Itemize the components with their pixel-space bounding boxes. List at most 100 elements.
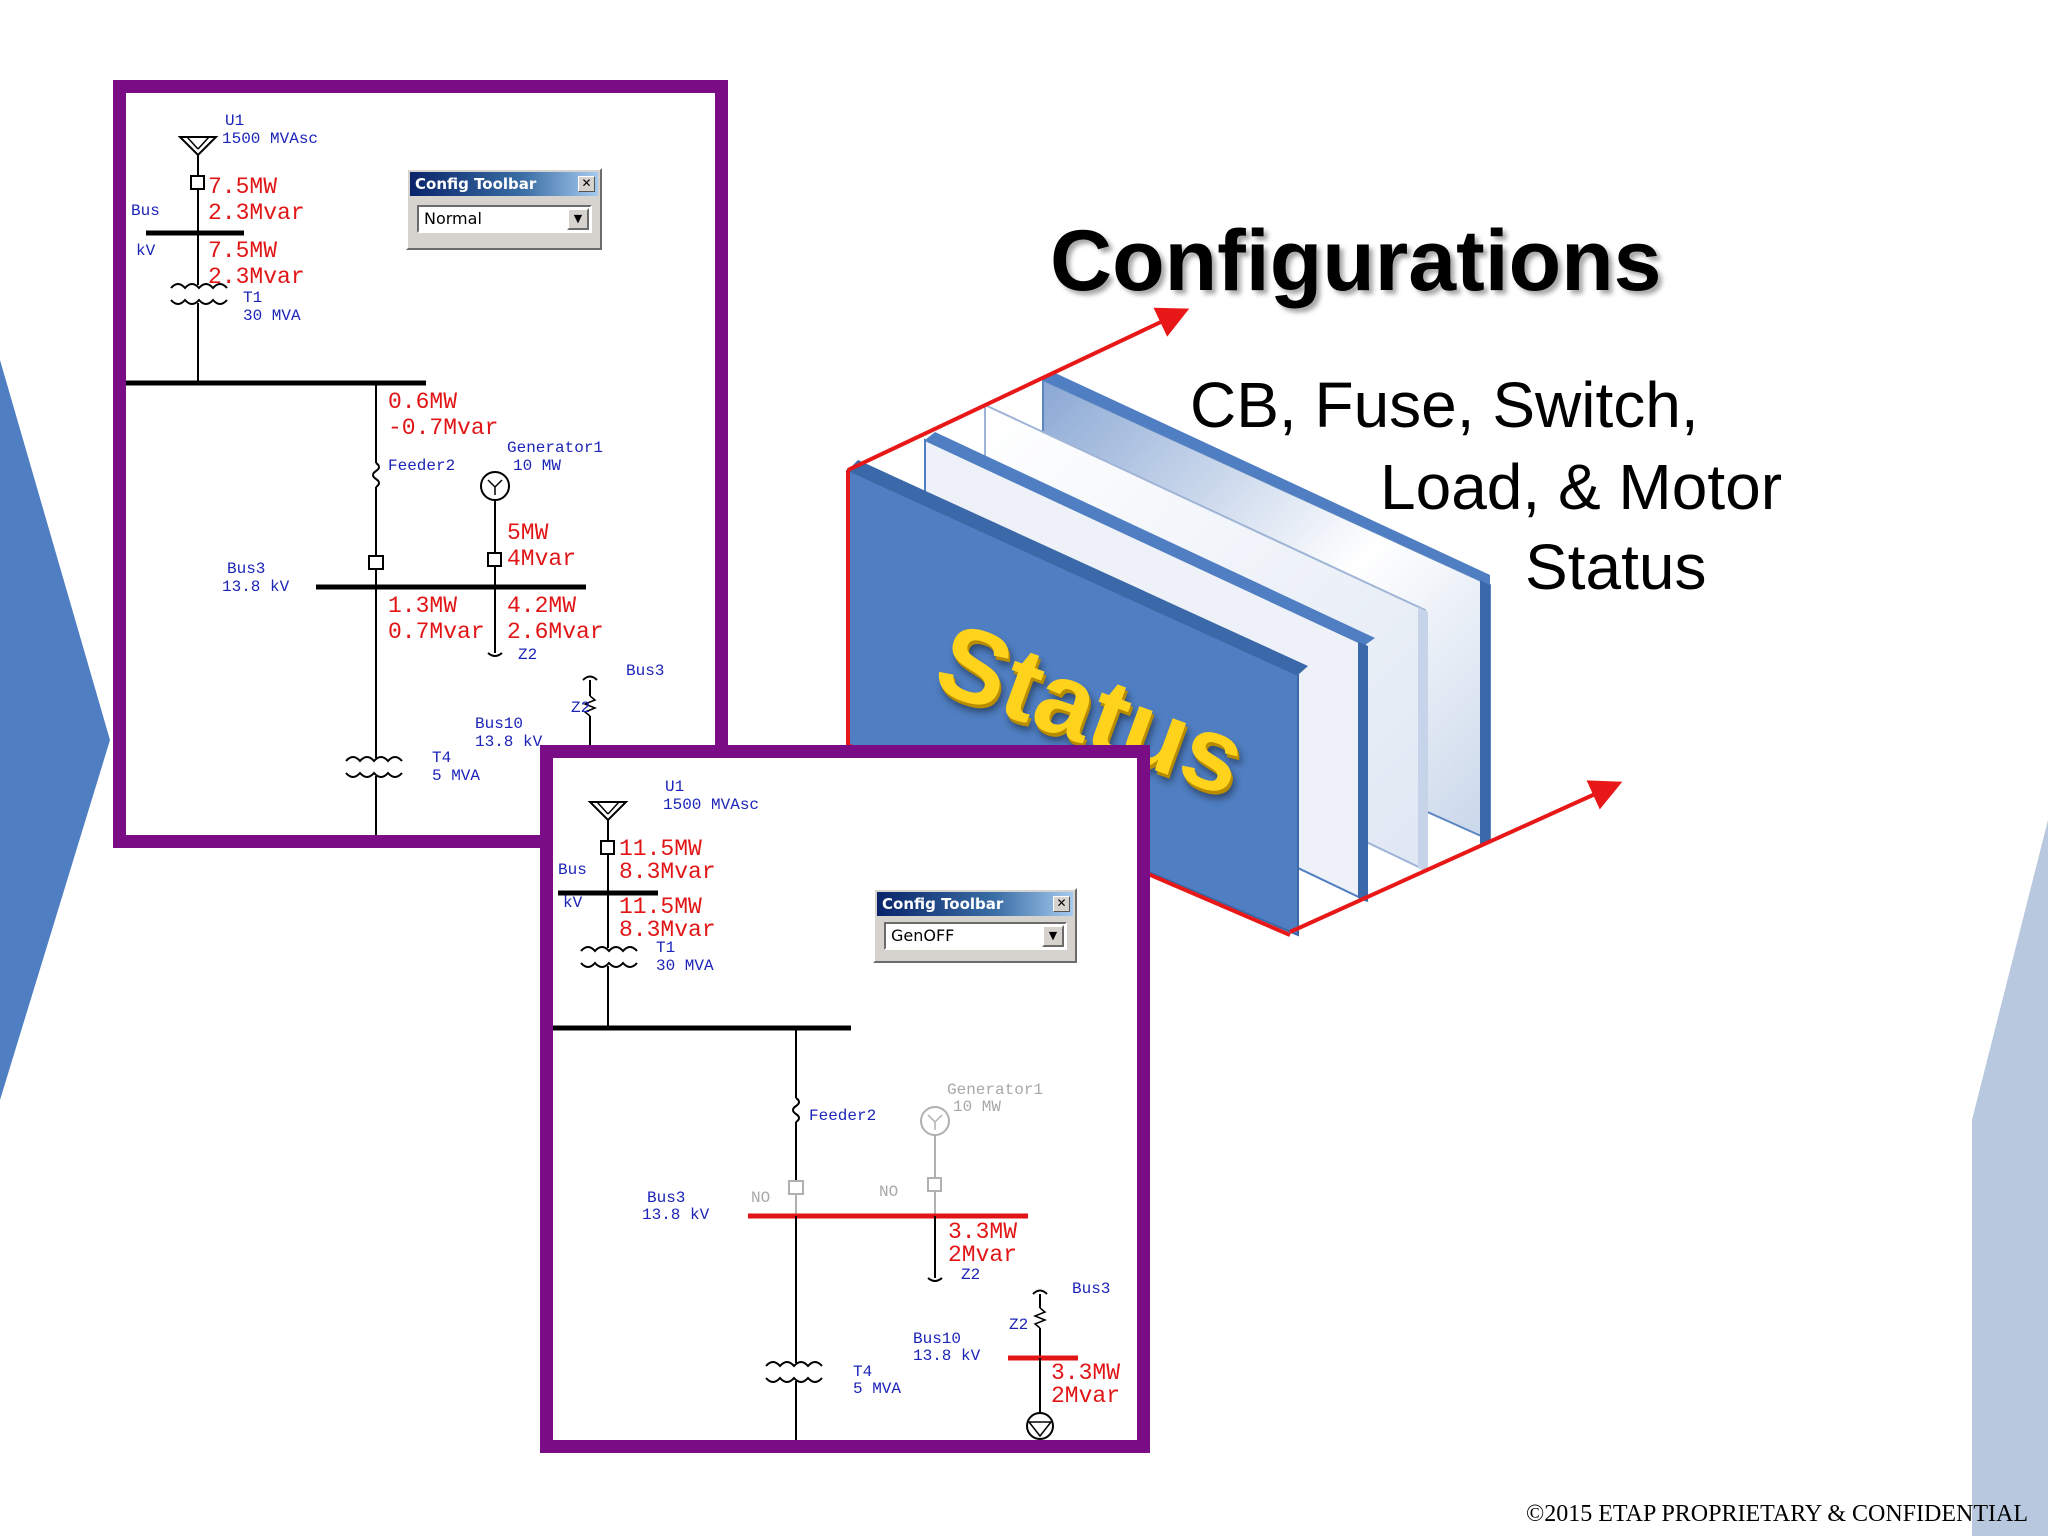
- flow-right-mvar: 2.6Mvar: [507, 619, 604, 645]
- axis-right-arrow: [1289, 780, 1623, 934]
- t1-mvar: 8.3Mvar: [619, 917, 716, 943]
- chevron-down-icon[interactable]: ▼: [567, 208, 589, 230]
- load-mvar: 2Mvar: [1051, 1383, 1121, 1409]
- config-panel-second-edge: [1418, 607, 1428, 872]
- feeder-name: Feeder2: [809, 1107, 877, 1125]
- generator-breaker-icon: [487, 552, 502, 567]
- config-panel-back-side: [1043, 372, 1490, 585]
- one-line-diagram-genoff: U1 1500 MVAsc 11.5MW 8.3Mvar Bus kV 11.5…: [540, 745, 1150, 1453]
- t1-rating: 30 MVA: [243, 307, 301, 325]
- side-text-line-1: CB, Fuse, Switch,: [1190, 369, 1699, 441]
- config-panel-back-edge: [1480, 580, 1490, 845]
- z2b-label: Z2: [571, 699, 591, 717]
- chevron-down-icon[interactable]: ▼: [1042, 925, 1064, 947]
- impedance-z2-icon: [582, 695, 598, 717]
- z2b-label: Z2: [1009, 1316, 1029, 1334]
- config-select[interactable]: GenOFF ▼: [884, 922, 1067, 950]
- config-toolbar[interactable]: Config Toolbar ✕ Normal ▼: [406, 168, 602, 250]
- bus3-kv: 13.8 kV: [222, 578, 290, 596]
- flow-right-mvar: 2Mvar: [948, 1242, 1018, 1268]
- t1-mw: 7.5MW: [208, 238, 278, 264]
- bus3-kv: 13.8 kV: [642, 1206, 710, 1224]
- config-panel-front-top: [848, 460, 1308, 675]
- generator-rating: 10 MW: [953, 1098, 1002, 1116]
- t4-name: T4: [432, 749, 452, 767]
- t1-rating: 30 MVA: [656, 957, 714, 975]
- flow-right-mw: 3.3MW: [948, 1219, 1018, 1245]
- load-mw: 3.3MW: [1051, 1360, 1121, 1386]
- config-toolbar[interactable]: Config Toolbar ✕ GenOFF ▼: [873, 888, 1077, 963]
- config-select[interactable]: Normal ▼: [417, 205, 592, 233]
- generator-mvar: 4Mvar: [507, 546, 577, 572]
- bus3-name: Bus3: [227, 560, 266, 578]
- flow-left-mvar: 0.7Mvar: [388, 619, 485, 645]
- config-panel-third-edge: [1358, 642, 1368, 902]
- bus-name: Bus: [558, 861, 587, 879]
- utility-mw: 7.5MW: [208, 174, 278, 200]
- side-text-line-2: Load, & Motor: [1380, 451, 1782, 523]
- feeder-breaker-open-icon: [788, 1180, 804, 1195]
- utility-mvar: 8.3Mvar: [619, 859, 716, 885]
- bus10-name: Bus10: [475, 715, 524, 733]
- copyright-footer: ©2015 ETAP PROPRIETARY & CONFIDENTIAL: [1526, 1501, 2028, 1527]
- bus10-kv: 13.8 kV: [913, 1347, 981, 1365]
- config-toolbar-title[interactable]: Config Toolbar ✕: [410, 172, 598, 196]
- side-text-line-3: Status: [1525, 531, 1707, 603]
- transformer-t1-icon: [170, 283, 228, 305]
- flow-right-mw: 4.2MW: [507, 593, 577, 619]
- open-status-right: NO: [879, 1183, 899, 1201]
- slide-title: Configurations: [1050, 213, 1662, 309]
- config-toolbar-title-text: Config Toolbar: [882, 895, 1004, 913]
- config-toolbar-title[interactable]: Config Toolbar ✕: [877, 892, 1073, 916]
- axis-up-arrow: [847, 307, 1190, 472]
- utility-mw: 11.5MW: [619, 836, 702, 862]
- bus-kv: kV: [136, 242, 156, 260]
- feeder-mw: 0.6MW: [388, 389, 458, 415]
- bus3b-label: Bus3: [626, 662, 665, 680]
- generator-name: Generator1: [947, 1081, 1044, 1099]
- z2-label: Z2: [518, 646, 538, 664]
- transformer-t4-icon: [765, 1361, 823, 1383]
- bus10-name: Bus10: [913, 1330, 962, 1348]
- transformer-t4-icon: [345, 756, 403, 778]
- config-toolbar-title-text: Config Toolbar: [415, 175, 537, 193]
- transformer-t1-icon: [580, 946, 638, 968]
- breaker-icon: [600, 840, 615, 855]
- generator-rating: 10 MW: [513, 457, 562, 475]
- t1-mvar: 2.3Mvar: [208, 264, 305, 290]
- generator-mw: 5MW: [507, 520, 549, 546]
- utility-mvar: 2.3Mvar: [208, 200, 305, 226]
- impedance-z2-icon: [1032, 1307, 1048, 1329]
- load-icon: [1026, 1412, 1054, 1440]
- one-line-drawing: [553, 801, 1078, 1440]
- feeder-icon: [792, 1097, 800, 1123]
- flow-left-mw: 1.3MW: [388, 593, 458, 619]
- close-icon[interactable]: ✕: [578, 176, 595, 192]
- open-status-left: NO: [751, 1189, 771, 1207]
- t1-name: T1: [243, 289, 263, 307]
- bus-name: Bus: [131, 202, 160, 220]
- utility-rating: 1500 MVAsc: [222, 130, 319, 148]
- utility-icon: [177, 136, 219, 157]
- utility-icon: [587, 801, 629, 822]
- feeder-name: Feeder2: [388, 457, 456, 475]
- left-chevron-shape: [0, 360, 110, 1100]
- t1-name: T1: [656, 939, 676, 957]
- utility-name: U1: [225, 112, 245, 130]
- bus-kv: kV: [563, 894, 583, 912]
- close-icon[interactable]: ✕: [1053, 896, 1070, 912]
- config-panel-third-top: [925, 432, 1375, 645]
- t1-mw: 11.5MW: [619, 894, 702, 920]
- utility-rating: 1500 MVAsc: [663, 796, 760, 814]
- z2-label: Z2: [961, 1266, 981, 1284]
- right-chevron-shape: [1972, 820, 2048, 1536]
- t4-rating: 5 MVA: [432, 767, 481, 785]
- feeder-mvar: -0.7Mvar: [388, 415, 499, 441]
- one-line-diagram-normal: U1 1500 MVAsc 7.5MW 2.3Mvar Bus kV 7.5MW…: [113, 80, 728, 848]
- t4-name: T4: [853, 1363, 873, 1381]
- utility-name: U1: [665, 778, 685, 796]
- t4-rating: 5 MVA: [853, 1380, 902, 1398]
- feeder-icon: [372, 462, 380, 488]
